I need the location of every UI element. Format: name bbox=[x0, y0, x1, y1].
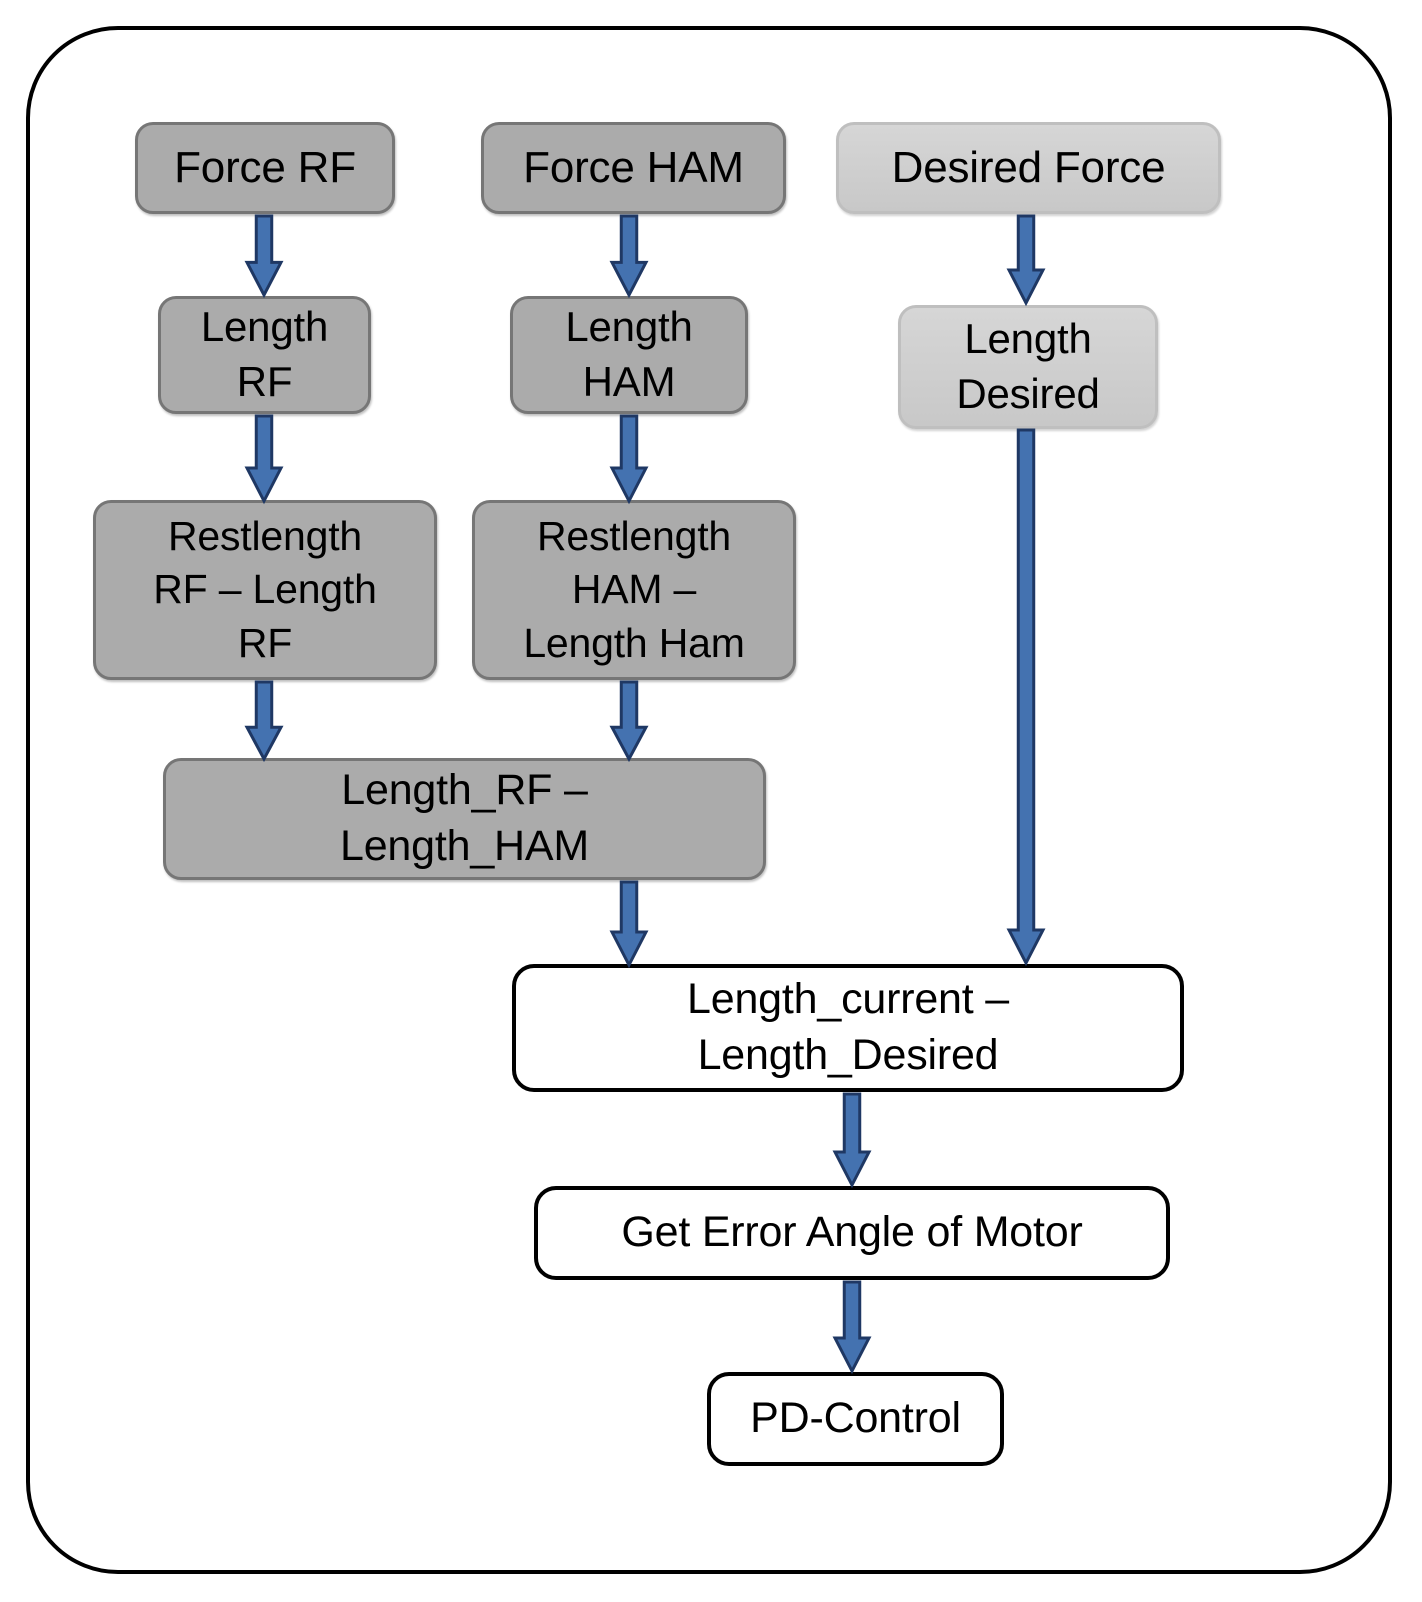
node-restlength-rf: Restlength RF – Length RF bbox=[93, 500, 437, 680]
node-error-angle: Get Error Angle of Motor bbox=[534, 1186, 1170, 1280]
arrow-length-desired-to-length-error bbox=[1006, 428, 1046, 967]
arrow-force-rf-to-length-rf bbox=[244, 214, 284, 299]
node-force-rf: Force RF bbox=[135, 122, 395, 214]
down-arrow-icon bbox=[609, 880, 649, 969]
arrow-length-diff-to-length-error bbox=[609, 880, 649, 969]
down-arrow-icon bbox=[609, 680, 649, 763]
arrow-desired-force-to-length-desired bbox=[1006, 214, 1046, 307]
down-arrow-icon bbox=[832, 1092, 872, 1189]
down-arrow-icon bbox=[244, 680, 284, 763]
arrow-length-rf-to-restlength-rf bbox=[244, 414, 284, 505]
arrow-force-ham-to-length-ham bbox=[609, 214, 649, 299]
down-arrow-icon bbox=[609, 214, 649, 299]
node-length-ham: Length HAM bbox=[510, 296, 748, 414]
node-pd-control: PD-Control bbox=[707, 1372, 1004, 1466]
node-length-error: Length_current – Length_Desired bbox=[512, 964, 1184, 1092]
arrow-error-angle-to-pd-control bbox=[832, 1280, 872, 1375]
down-arrow-icon bbox=[1006, 428, 1046, 967]
arrow-restlength-ham-to-length-diff bbox=[609, 680, 649, 763]
node-length-rf: Length RF bbox=[158, 296, 371, 414]
node-desired-force: Desired Force bbox=[836, 122, 1221, 214]
down-arrow-icon bbox=[609, 414, 649, 505]
node-length-desired: Length Desired bbox=[898, 305, 1158, 429]
diagram-outer-frame bbox=[26, 26, 1392, 1574]
node-restlength-ham: Restlength HAM – Length Ham bbox=[472, 500, 796, 680]
arrow-length-error-to-error-angle bbox=[832, 1092, 872, 1189]
down-arrow-icon bbox=[244, 214, 284, 299]
down-arrow-icon bbox=[244, 414, 284, 505]
down-arrow-icon bbox=[832, 1280, 872, 1375]
arrow-length-ham-to-restlength-ham bbox=[609, 414, 649, 505]
node-length-diff: Length_RF – Length_HAM bbox=[163, 758, 766, 880]
arrow-restlength-rf-to-length-diff bbox=[244, 680, 284, 763]
node-force-ham: Force HAM bbox=[481, 122, 786, 214]
down-arrow-icon bbox=[1006, 214, 1046, 307]
